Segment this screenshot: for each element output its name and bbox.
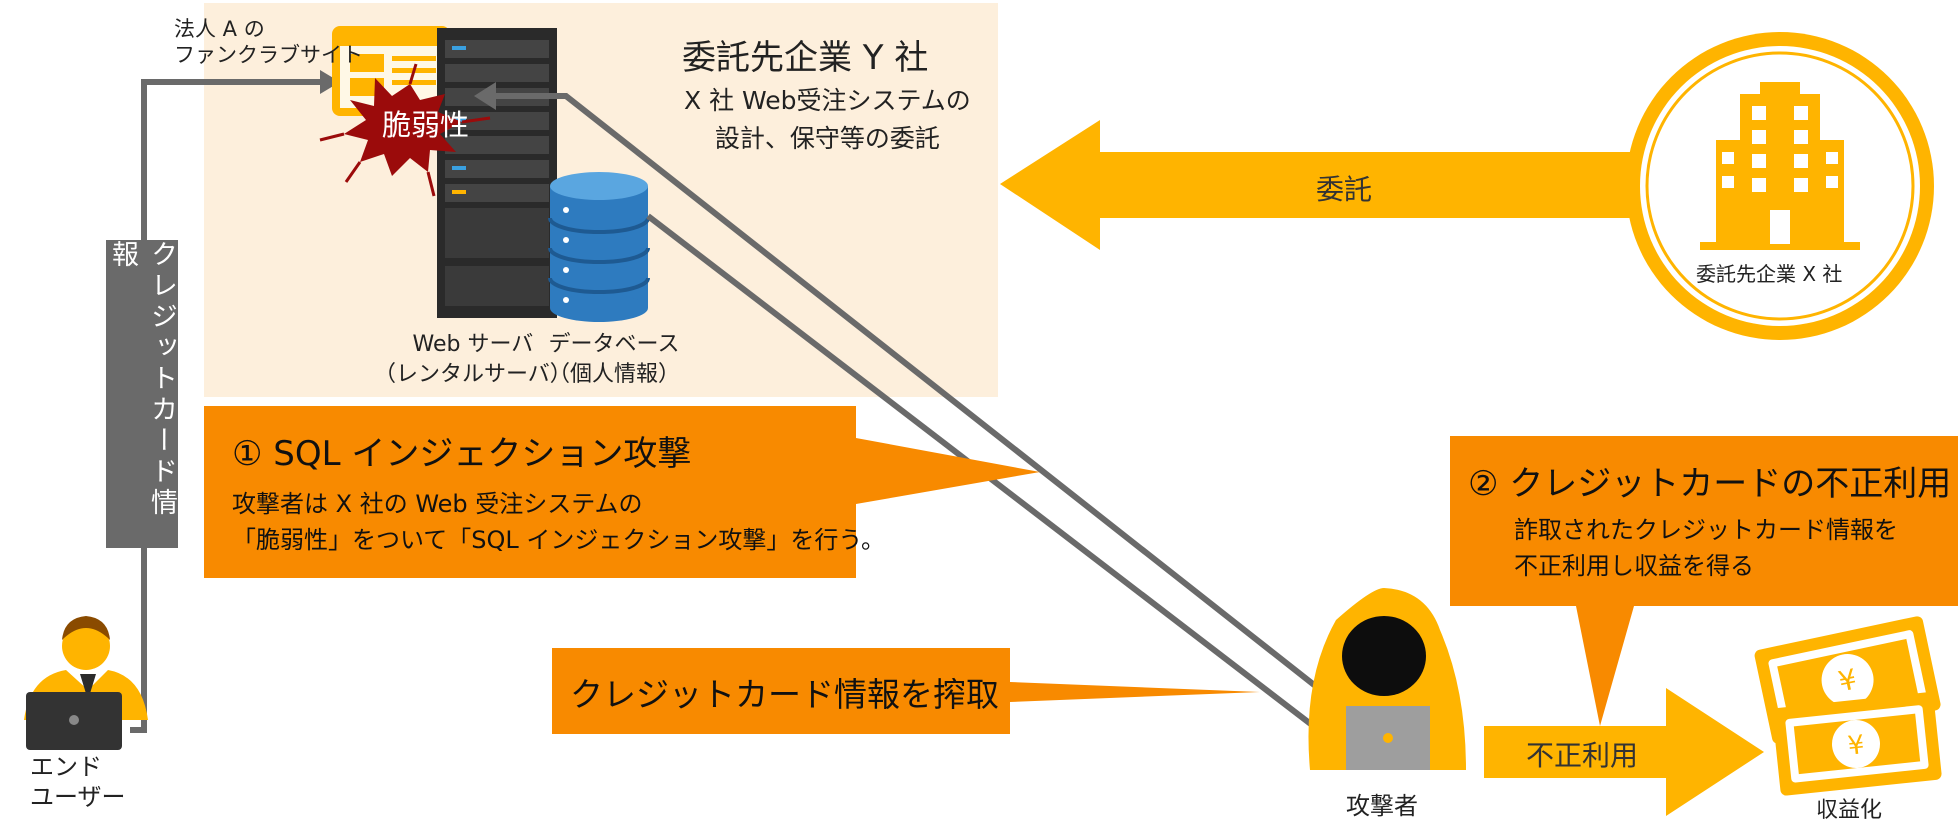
svg-text:¥: ¥	[1846, 730, 1866, 762]
contractor-y-title: 委託先企業 Y 社	[682, 38, 929, 78]
steal-callout	[552, 648, 1260, 734]
contractor-y-description: X 社 Web受注システムの 設計、保守等の委託	[684, 86, 971, 153]
monetize-label: 収益化	[1816, 798, 1883, 823]
vulnerability-burst	[319, 63, 491, 197]
fanclub-site-label: 法人 A の ファンクラブサイト	[174, 17, 363, 67]
web-server-label: Web サーバ （レンタルサーバ）	[374, 332, 572, 387]
attack-line	[486, 93, 1320, 691]
steal-label: クレジットカード情報を搾取	[570, 675, 999, 714]
fraud-use-arrow	[1484, 688, 1764, 816]
database-label: データベース （個人情報）	[548, 332, 681, 387]
sql-injection-title: ① SQL インジェクション攻撃	[232, 434, 692, 474]
sql-injection-callout	[204, 406, 1040, 578]
entrust-arrow	[1000, 120, 1632, 250]
company-x-label: 委託先企業 X 社	[1696, 262, 1843, 286]
attack-arrowhead	[474, 82, 496, 110]
entrust-label: 委託	[1316, 173, 1373, 206]
flow-arrowhead	[320, 70, 340, 94]
sql-injection-body: 攻撃者は X 社の Web 受注システムの 「脆弱性」をついて「SQL インジェ…	[232, 490, 885, 554]
hacker-icon	[1308, 588, 1466, 770]
server-rack-icon	[437, 28, 557, 318]
end-user-label: エンド ユーザー	[30, 753, 126, 811]
fraud-title: ② クレジットカードの不正利用	[1468, 464, 1952, 504]
attacker-label: 攻撃者	[1346, 792, 1418, 820]
fraud-callout	[1450, 436, 1958, 726]
credit-card-info-tag: クレジットカード情報	[106, 240, 178, 548]
user-laptop-icon	[24, 616, 148, 750]
vulnerability-label: 脆弱性	[382, 108, 470, 142]
steal-line	[646, 213, 1344, 751]
credit-card-info-label: クレジットカード情報	[107, 240, 177, 519]
fraud-use-label: 不正利用	[1526, 739, 1639, 772]
database-icon	[548, 172, 650, 322]
building-icon	[1700, 82, 1860, 250]
fraud-body: 詐取されたクレジットカード情報を 不正利用し収益を得る	[1514, 516, 1898, 580]
yen-banknote-icon: ¥ ¥	[1754, 616, 1942, 796]
